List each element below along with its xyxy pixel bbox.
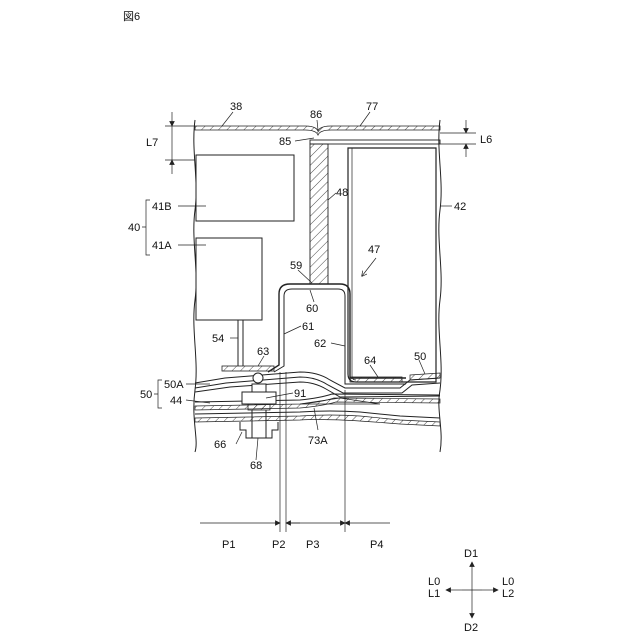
label-P4: P4 [370, 539, 383, 551]
fastener-91 [242, 373, 276, 410]
shaft-54 [238, 320, 243, 366]
label-60: 60 [306, 303, 318, 315]
compass-D2: D2 [464, 622, 478, 634]
label-61: 61 [302, 321, 314, 333]
direction-compass [446, 562, 498, 618]
label-68: 68 [250, 460, 262, 472]
label-85: 85 [279, 136, 291, 148]
label-50A: 50A [164, 379, 184, 391]
plate-63 [222, 366, 274, 371]
compass-right-top: L0 [502, 576, 514, 588]
module-47 [348, 148, 436, 382]
dimension-L7 [165, 112, 195, 174]
bracket-40 [142, 200, 150, 255]
label-L6: L6 [480, 134, 492, 146]
figure-title: 図6 [123, 10, 140, 23]
label-P2: P2 [272, 539, 285, 551]
post-48 [310, 144, 328, 284]
plate-64 [350, 377, 402, 382]
label-41B: 41B [152, 201, 172, 213]
compass-right-bottom: L2 [502, 588, 514, 600]
label-91: 91 [294, 388, 306, 400]
label-48: 48 [336, 187, 348, 199]
label-44: 44 [170, 395, 182, 407]
compass-D1: D1 [464, 548, 478, 560]
label-54: 54 [212, 333, 224, 345]
label-47: 47 [368, 244, 380, 256]
label-64: 64 [364, 355, 376, 367]
dimension-L6 [440, 120, 476, 157]
compass-left-bottom: L1 [428, 588, 440, 600]
label-62: 62 [314, 338, 326, 350]
label-77: 77 [366, 101, 378, 113]
bracket-50 [154, 380, 162, 408]
label-42: 42 [454, 201, 466, 213]
label-86: 86 [310, 109, 322, 121]
label-41A: 41A [152, 240, 172, 252]
bar-85 [310, 140, 440, 144]
position-lines [280, 372, 345, 532]
label-63: 63 [257, 346, 269, 358]
bolt-66-68 [240, 410, 278, 438]
label-38: 38 [230, 101, 242, 113]
box-41B [196, 155, 294, 221]
box-41A [196, 238, 262, 320]
label-50: 50 [140, 389, 152, 401]
label-P1: P1 [222, 539, 235, 551]
compass-left-top: L0 [428, 576, 440, 588]
label-40: 40 [128, 222, 140, 234]
label-66: 66 [214, 439, 226, 451]
label-59: 59 [290, 260, 302, 272]
label-L7: L7 [146, 137, 158, 149]
label-P3: P3 [306, 539, 319, 551]
label-73A: 73A [308, 435, 328, 447]
label-50-right: 50 [414, 351, 426, 363]
